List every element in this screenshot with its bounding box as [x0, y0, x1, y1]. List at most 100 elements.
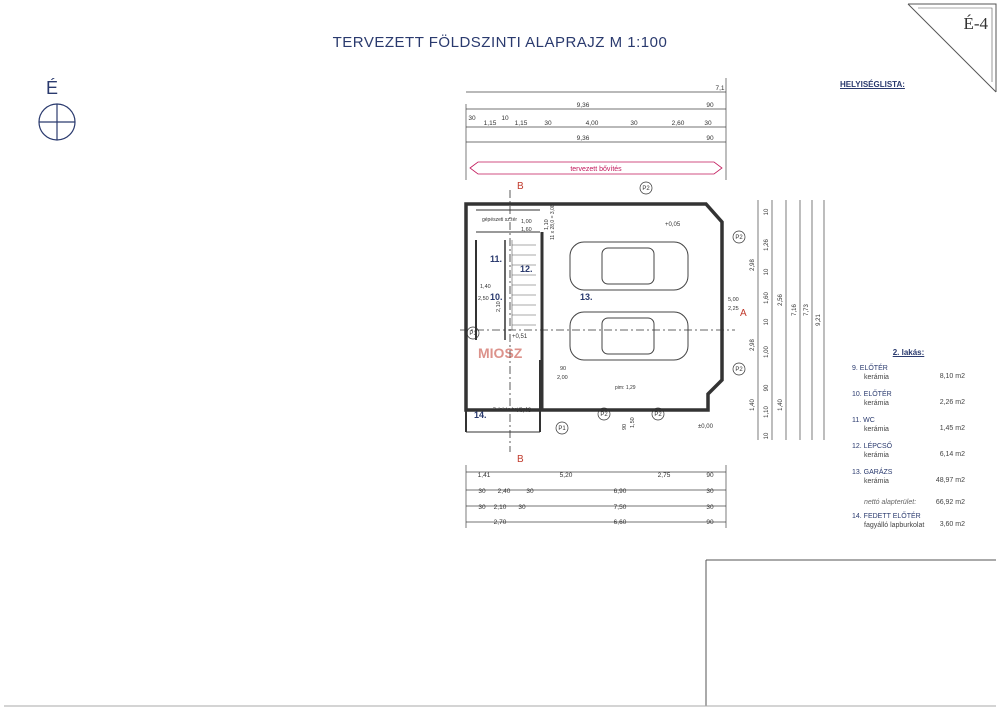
stair	[511, 240, 536, 330]
dim: 1,40	[480, 284, 491, 290]
dim: 10	[764, 318, 770, 325]
dim: 90	[706, 519, 714, 526]
room-label: 11.	[490, 254, 502, 264]
dim: 1,10	[764, 406, 770, 418]
room-name: 11. WC	[852, 417, 875, 424]
room-material: kerámia	[864, 400, 889, 407]
dim: 7,50	[614, 504, 627, 511]
dim: 1,00	[521, 219, 532, 225]
dim: 2,10	[496, 301, 502, 312]
building-walls	[464, 202, 724, 433]
dim: 90	[706, 135, 714, 142]
space-note: gépészeti sz.tér	[482, 217, 517, 223]
room-area: 1,45 m2	[939, 425, 965, 432]
net-area-label: nettó alapterület:	[864, 499, 917, 506]
room-list: 2. lakás: 9. ELŐTÉR kerámia 8,10 m2 10. …	[846, 348, 971, 539]
drawing-title: TERVEZETT FÖLDSZINTI ALAPRAJZ M 1:100	[332, 34, 668, 51]
room-row: 13. GARÁZS kerámia 48,97 m2	[846, 469, 971, 495]
dim: 1,40	[778, 399, 784, 411]
room-list-title: HELYISÉGLISTA:	[840, 80, 905, 89]
dim: 90	[706, 102, 714, 109]
section-a: A	[740, 308, 747, 319]
dim: 2,25	[728, 306, 739, 312]
dim: 2,10	[494, 504, 507, 511]
room-material: kerámia	[864, 426, 889, 433]
dim: 30	[478, 504, 486, 511]
dim: 1,00	[764, 346, 770, 358]
dim: 90	[622, 424, 628, 430]
dim: 2,60	[672, 120, 685, 127]
dim: 7,1	[715, 85, 724, 92]
section-b-top: B	[517, 181, 524, 192]
room-name: 10. ELŐTÉR	[852, 391, 892, 398]
dim: 6,60	[614, 519, 627, 526]
section-b-bottom: B	[517, 454, 524, 465]
dim: 30	[706, 488, 714, 495]
room-label: 13.	[580, 292, 593, 302]
dim: 9,21	[816, 314, 822, 326]
dim: 2,98	[750, 259, 756, 271]
dim: 2,40	[498, 488, 511, 495]
post-label: P2	[735, 367, 743, 373]
room-area: 2,26 m2	[939, 399, 965, 406]
room-name: 12. LÉPCSŐ	[852, 443, 893, 450]
room-row: 14. FEDETT ELŐTÉR fagyálló lapburkolat 3…	[846, 513, 971, 539]
dim: 2,75	[658, 472, 671, 479]
sheet-frame	[4, 3, 997, 707]
extension-band: tervezett bővítés	[469, 161, 723, 175]
dims-inner: 1,00 1,60 1,10 2,50 2,10 1,40 5,00 2,25 …	[478, 219, 739, 430]
dim: 30	[526, 488, 534, 495]
dim: 1,15	[484, 120, 497, 127]
dim: 10	[764, 208, 770, 215]
room-label: 14.	[474, 410, 487, 420]
dim: 9,36	[577, 102, 590, 109]
dim: 1,60	[764, 292, 770, 304]
net-area-value: 66,92 m2	[935, 499, 965, 506]
dims-bottom: 1,41 5,20 2,75 90 30 2,40 30 6,90 30 30 …	[478, 472, 714, 526]
dim: 90	[706, 472, 714, 479]
dim: 2,00	[557, 375, 568, 381]
dim: 10	[764, 268, 770, 275]
dim: 10	[501, 115, 509, 122]
dim: 2,56	[778, 294, 784, 306]
room-material: fagyálló lapburkolat	[864, 522, 925, 529]
room-label: 12.	[520, 264, 533, 274]
dim: 1,26	[764, 239, 770, 251]
post-label: P1	[469, 331, 477, 337]
north-compass-icon	[38, 103, 76, 141]
dims-right-text: 2,98 2,98 1,40 10 1,26 10 1,60 10 1,00 9…	[750, 208, 822, 439]
post-markers: P2 P2 P2 P2 P2 P1 P1	[466, 181, 746, 435]
dimension-lines-top	[465, 78, 727, 528]
sheet-number: É-4	[963, 14, 988, 33]
room-labels: 11. 12. 10. 13. 14.	[474, 254, 593, 420]
dim: 2,50	[478, 296, 489, 302]
plan-notes: gépészeti sz.tér 11 x 28,0 = 3,08 pim: 1…	[482, 204, 636, 413]
dim: 5,00	[728, 297, 739, 303]
room-row: 9. ELŐTÉR kerámia 8,10 m2	[846, 365, 971, 391]
room-material: kerámia	[864, 478, 889, 485]
room-area: 8,10 m2	[939, 373, 965, 380]
door-note: pim: 1,29	[615, 385, 636, 391]
level: ±0,00	[698, 424, 714, 430]
dim: 1,50	[630, 417, 636, 428]
post-label: P2	[600, 412, 608, 418]
dim: 1,60	[521, 227, 532, 233]
net-area-row: nettó alapterület: 66,92 m2	[846, 495, 971, 513]
room-list-header: 2. lakás:	[892, 348, 925, 357]
room-row: 10. ELŐTÉR kerámia 2,26 m2	[846, 391, 971, 417]
room-material: kerámia	[864, 374, 889, 381]
room-name: 13. GARÁZS	[852, 469, 893, 476]
dim: 1,41	[478, 472, 491, 479]
car-icon	[569, 241, 689, 361]
dim: 30	[468, 115, 476, 122]
dim: 90	[764, 384, 770, 391]
room-area: 6,14 m2	[939, 451, 965, 458]
dim: 4,00	[586, 120, 599, 127]
dim: 2,70	[494, 519, 507, 526]
dim: 30	[518, 504, 526, 511]
dim: 5,20	[560, 472, 573, 479]
dims-right	[757, 200, 825, 440]
post-label: P2	[642, 186, 650, 192]
room-name: 9. ELŐTÉR	[852, 365, 888, 372]
